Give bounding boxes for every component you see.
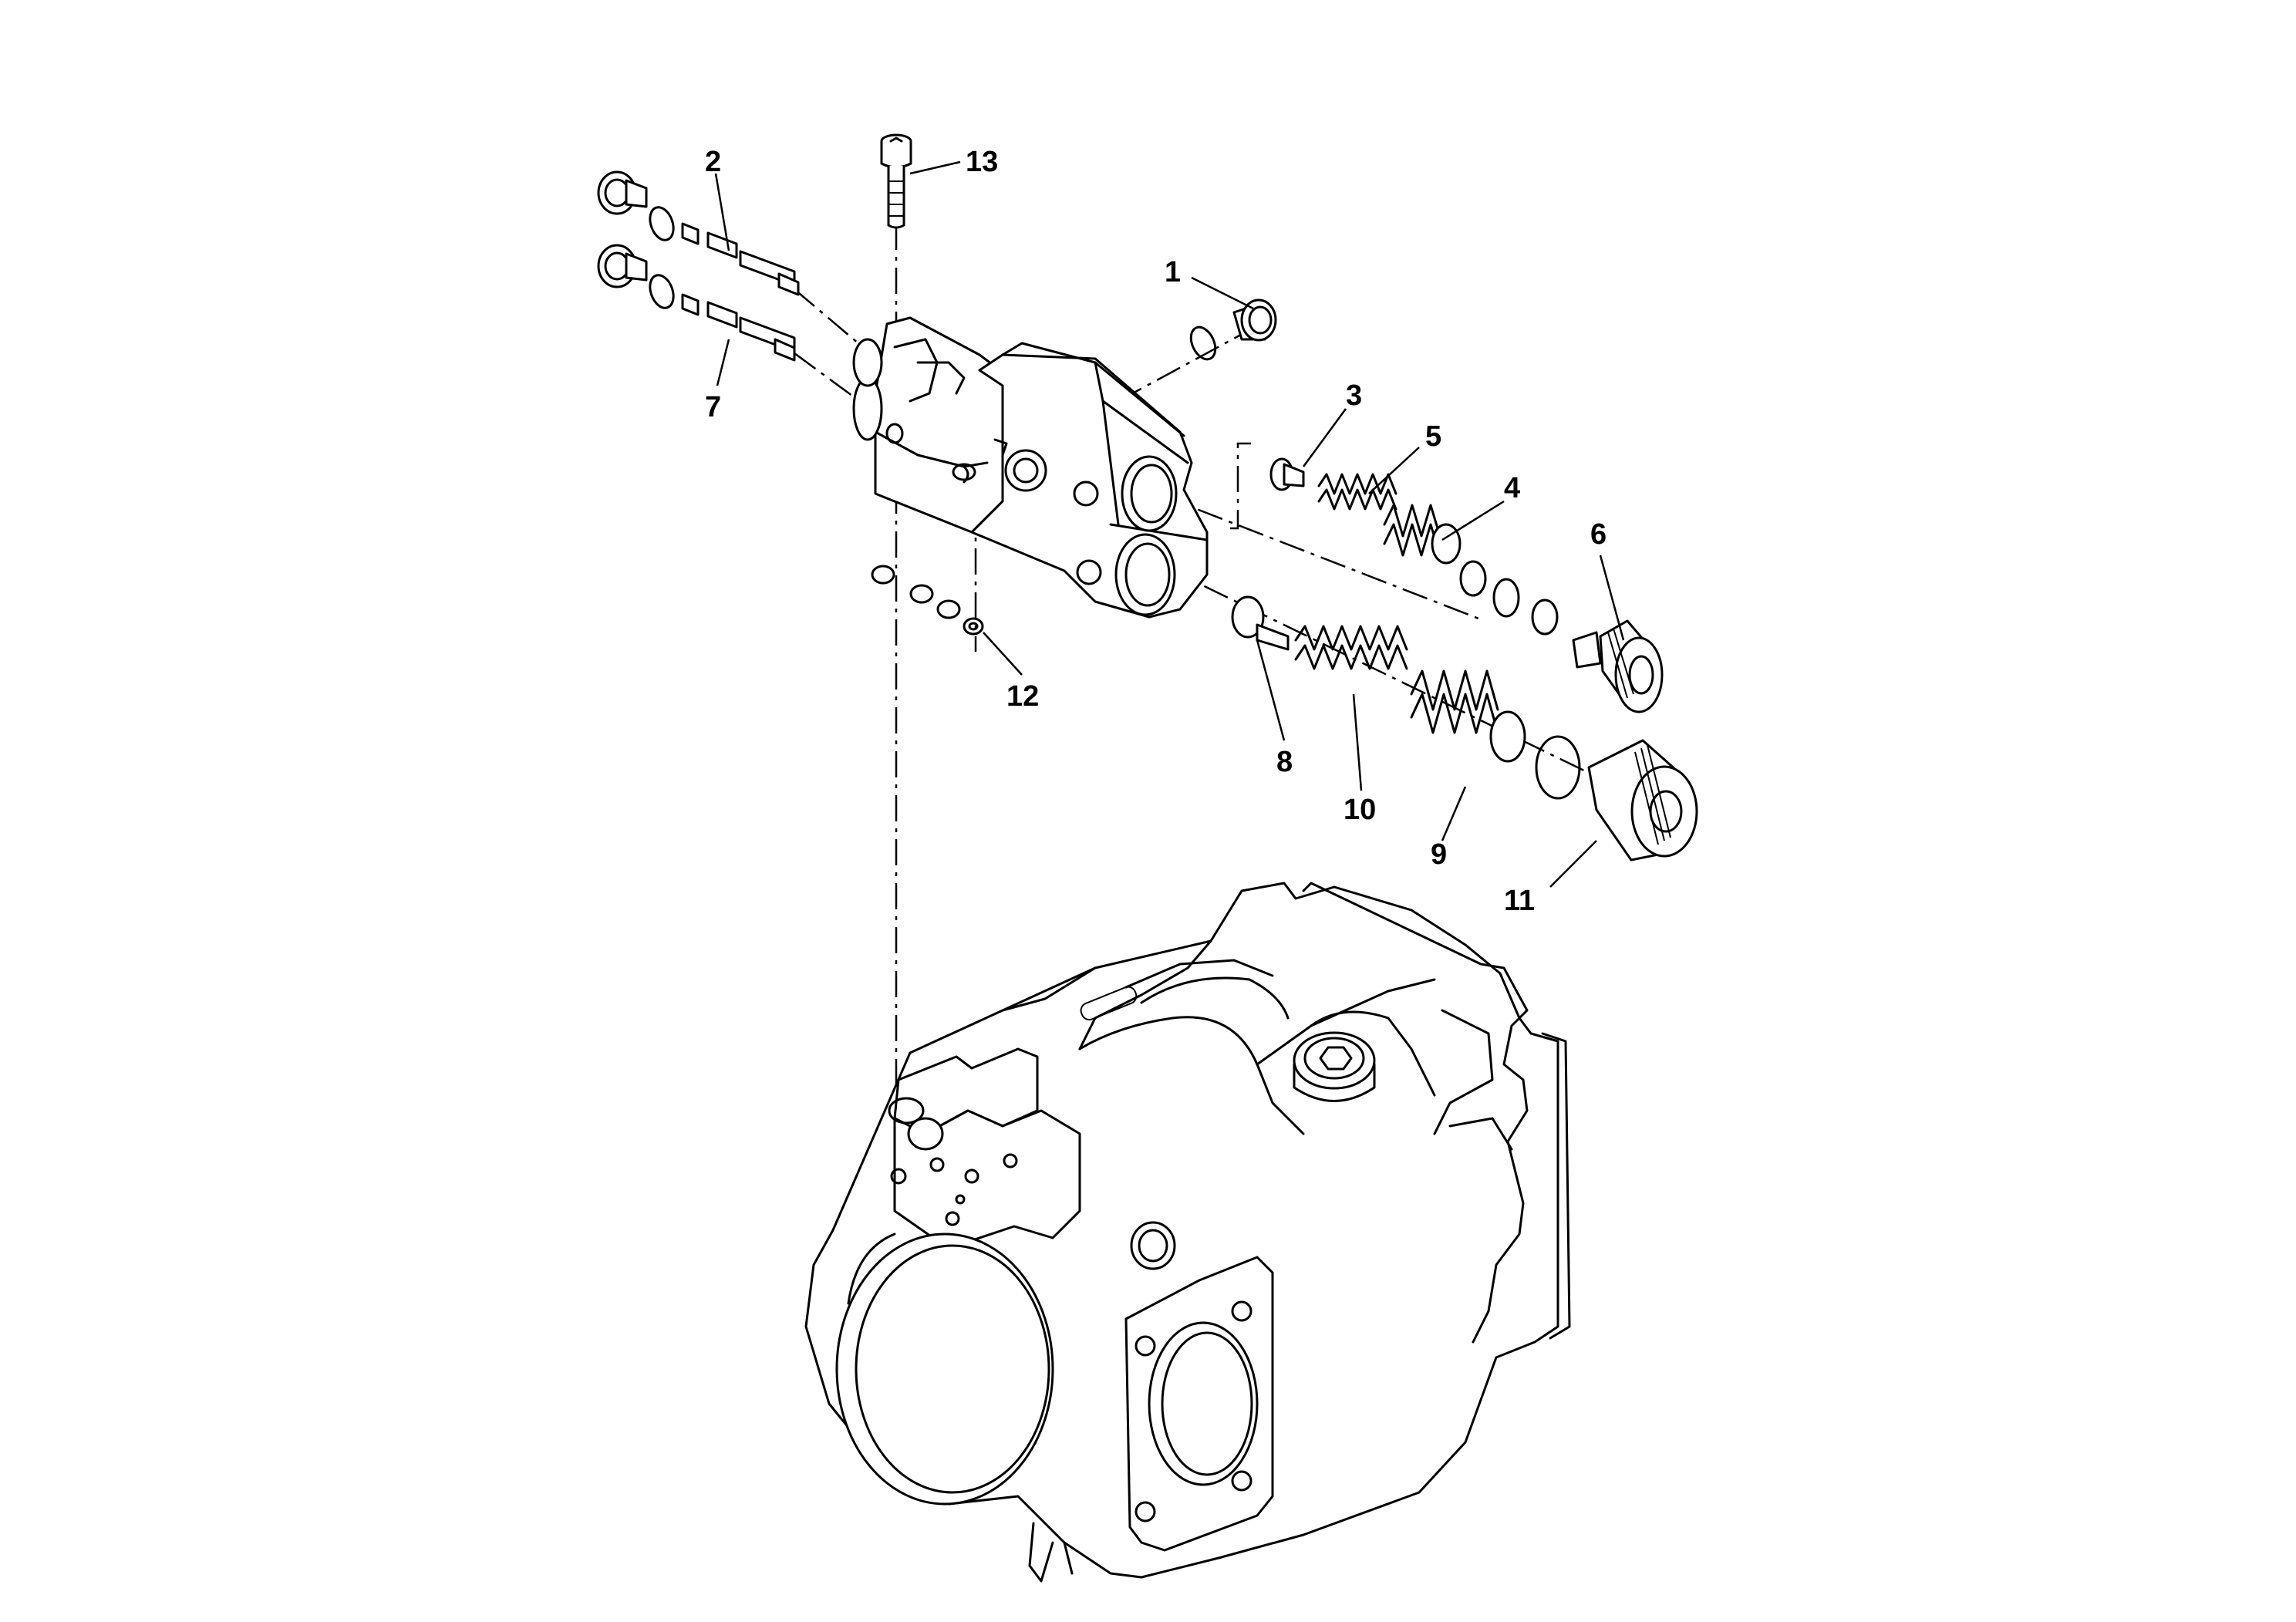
plug-1 xyxy=(1189,298,1277,361)
seals-12 xyxy=(871,565,984,636)
lower-relief-stack xyxy=(1231,595,1698,862)
callout-3: 3 xyxy=(1346,379,1362,412)
control-valve-body xyxy=(852,316,1209,619)
callout-11: 11 xyxy=(1504,885,1535,917)
callout-5: 5 xyxy=(1425,420,1441,453)
piston-assembly-2 xyxy=(597,170,800,296)
callout-13: 13 xyxy=(966,146,998,178)
leader-lines xyxy=(714,160,1625,888)
callout-4: 4 xyxy=(1504,472,1520,504)
callout-10: 10 xyxy=(1344,794,1376,826)
callouts: 1 2 3 4 5 6 7 8 9 10 11 12 13 xyxy=(705,146,1607,917)
piston-assembly-7 xyxy=(597,244,796,362)
callout-7: 7 xyxy=(705,391,721,423)
callout-12: 12 xyxy=(1006,680,1039,713)
upper-relief-stack xyxy=(1269,457,1664,713)
callout-6: 6 xyxy=(1590,518,1607,551)
callout-8: 8 xyxy=(1276,746,1293,778)
callout-9: 9 xyxy=(1431,838,1447,871)
pump-housing xyxy=(804,882,1571,1583)
callout-1: 1 xyxy=(1165,256,1181,288)
cap-screw-13 xyxy=(880,133,912,229)
callout-2: 2 xyxy=(705,146,721,178)
